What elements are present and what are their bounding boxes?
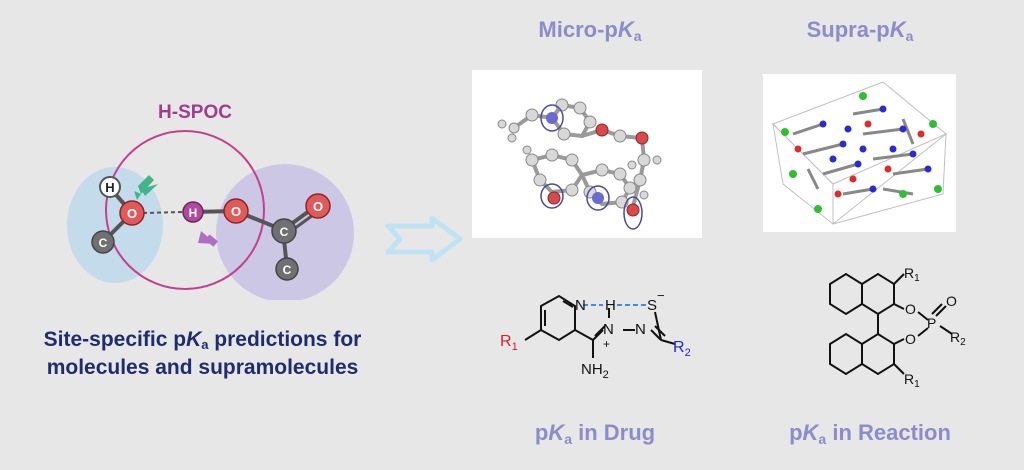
reaction-structure: R1 O O P R2 O R1 <box>829 265 966 390</box>
right-arrow-icon <box>385 216 463 262</box>
supra-pka-title: Supra-pKa <box>806 17 914 44</box>
svg-text:R1: R1 <box>500 333 518 353</box>
svg-text:P: P <box>927 315 936 331</box>
svg-text:R1: R1 <box>904 265 920 284</box>
svg-text:S: S <box>647 297 657 314</box>
micro-pka-title: Micro-pKa <box>538 17 642 44</box>
hspoc-label: H-SPOC <box>158 102 232 123</box>
svg-text:NH2: NH2 <box>581 361 609 381</box>
svg-text:C: C <box>280 225 289 239</box>
svg-text:O: O <box>231 204 241 219</box>
svg-text:−: − <box>657 288 665 303</box>
svg-text:H: H <box>605 297 616 314</box>
spoc-circle <box>105 130 265 290</box>
svg-text:H: H <box>189 206 198 220</box>
supra-crystal-render <box>772 81 947 226</box>
svg-text:C: C <box>99 236 108 250</box>
micro-molecule-render <box>497 98 662 230</box>
svg-text:O: O <box>313 199 323 214</box>
svg-text:R1: R1 <box>904 371 920 390</box>
svg-text:H: H <box>105 180 114 195</box>
svg-text:C: C <box>283 263 292 277</box>
atom-c-center: C <box>271 218 297 244</box>
svg-text:+: + <box>603 337 610 351</box>
atom-c-bottom: C <box>275 257 299 281</box>
svg-text:N: N <box>635 321 646 338</box>
drug-structure: N H S − N + N R1 R2 NH2 <box>500 288 691 381</box>
atom-h-top: H <box>99 176 121 198</box>
green-arrow-icon <box>134 175 154 200</box>
svg-text:O: O <box>127 206 137 221</box>
micro-molecule-panel <box>472 70 702 238</box>
atom-o-left: O <box>119 200 145 226</box>
svg-text:R2: R2 <box>950 329 966 348</box>
supra-molecule-panel <box>763 74 956 232</box>
atom-h-mid: H <box>182 201 204 223</box>
svg-text:N: N <box>575 297 586 314</box>
drug-pka-title: pKa in Drug <box>534 420 656 447</box>
main-caption: Site-specific pKa predictions for molecu… <box>43 328 362 379</box>
reaction-pka-title: pKa in Reaction <box>789 420 951 447</box>
svg-text:O: O <box>905 301 916 317</box>
site-ellipses <box>540 104 643 230</box>
svg-text:O: O <box>946 293 957 309</box>
atom-o-right: O <box>223 198 249 224</box>
atom-o-double: O <box>305 193 331 219</box>
svg-text:R2: R2 <box>673 339 691 359</box>
atom-c-left: C <box>91 230 115 254</box>
svg-text:N: N <box>603 321 614 338</box>
svg-text:O: O <box>905 331 916 347</box>
hspoc-diagram: H O C H O C O C <box>67 130 354 300</box>
